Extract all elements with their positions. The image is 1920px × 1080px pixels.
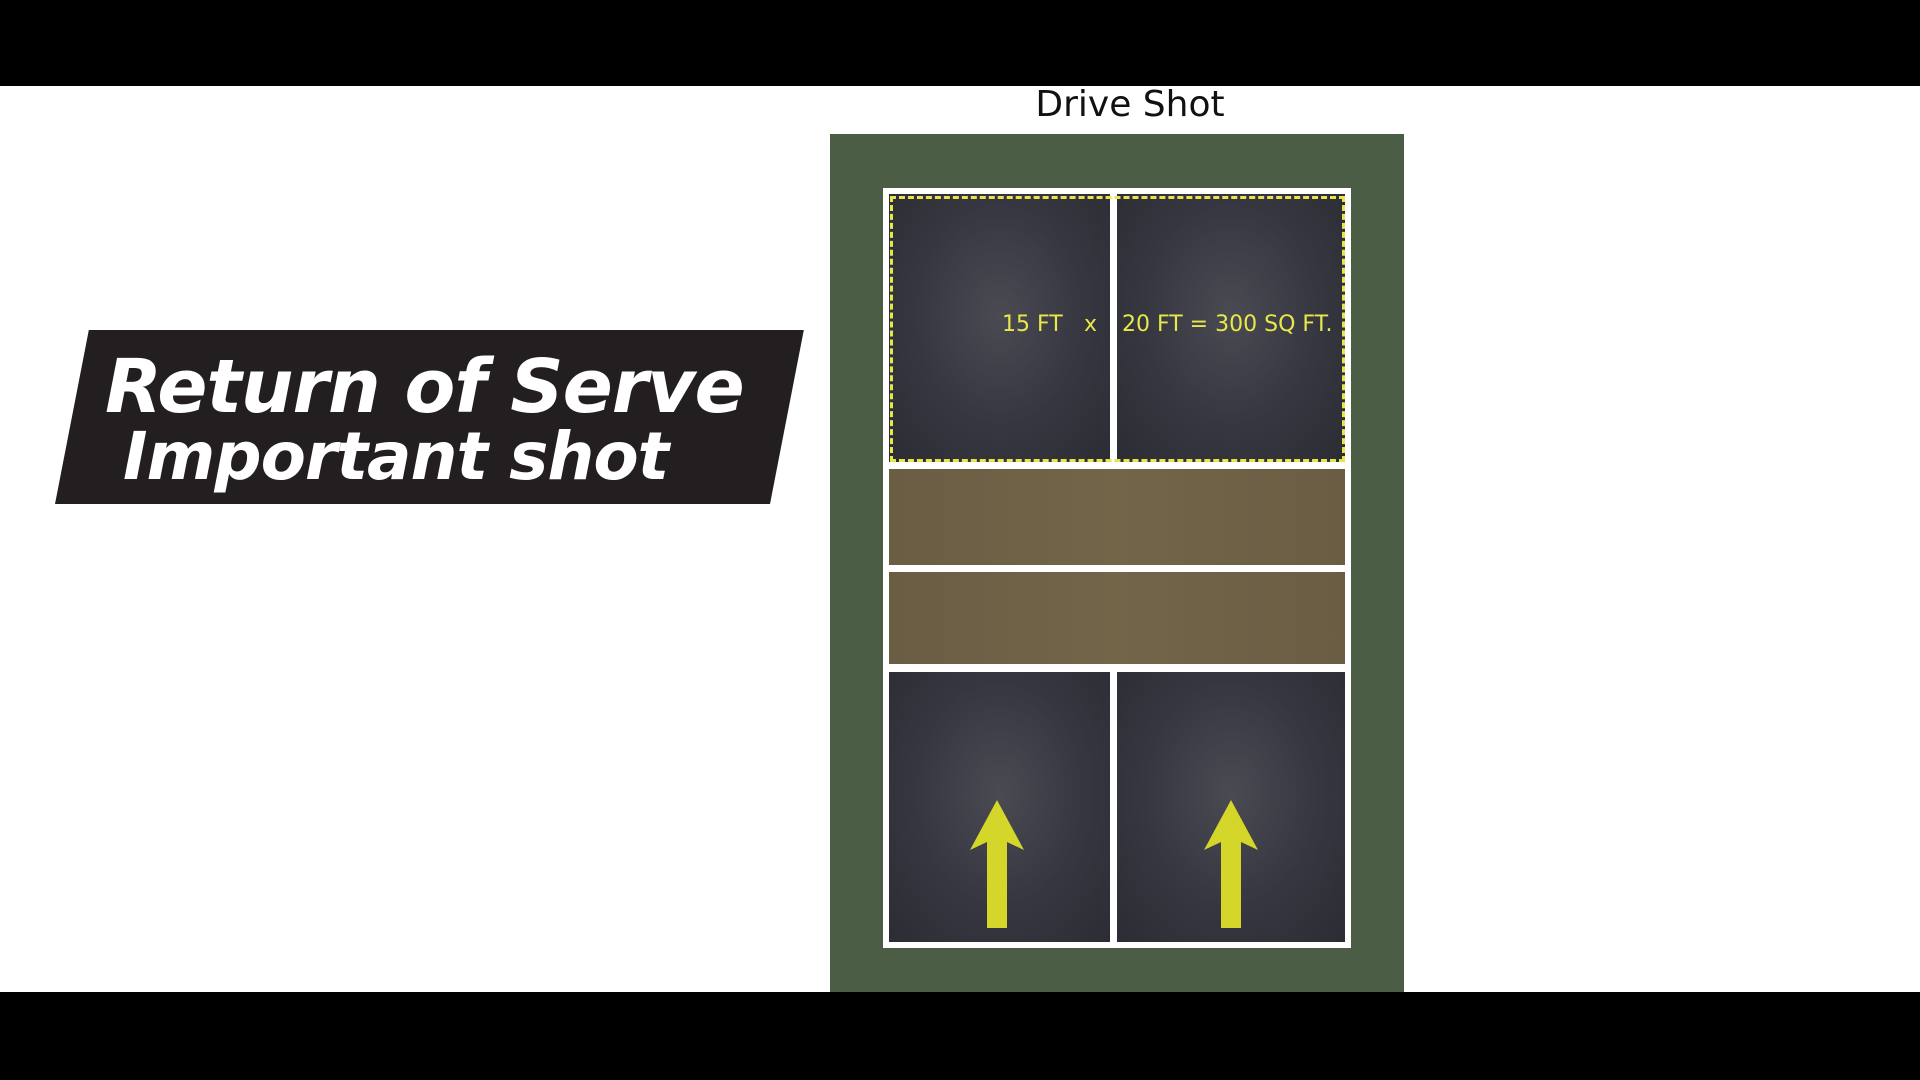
dimension-width-label: 15 FT	[1002, 312, 1063, 337]
service-box-far-left	[889, 194, 1110, 462]
service-box-far-right	[1117, 194, 1345, 462]
up-arrow-icon	[970, 800, 1024, 928]
up-arrow-icon	[1204, 800, 1258, 928]
letterbox-top	[0, 0, 1920, 86]
kitchen-far	[889, 469, 1345, 565]
kitchen-near	[889, 572, 1345, 664]
banner-line-1: Return of Serve	[105, 344, 745, 430]
title-banner: Return of Serve Important shot	[55, 330, 804, 504]
dimension-times-sign: x	[1084, 312, 1098, 337]
letterbox-bottom	[0, 992, 1920, 1080]
banner-line-2: Important shot	[123, 418, 669, 495]
diagram-title: Drive Shot	[1035, 84, 1225, 125]
dimension-area-label: 20 FT = 300 SQ FT.	[1122, 312, 1333, 337]
